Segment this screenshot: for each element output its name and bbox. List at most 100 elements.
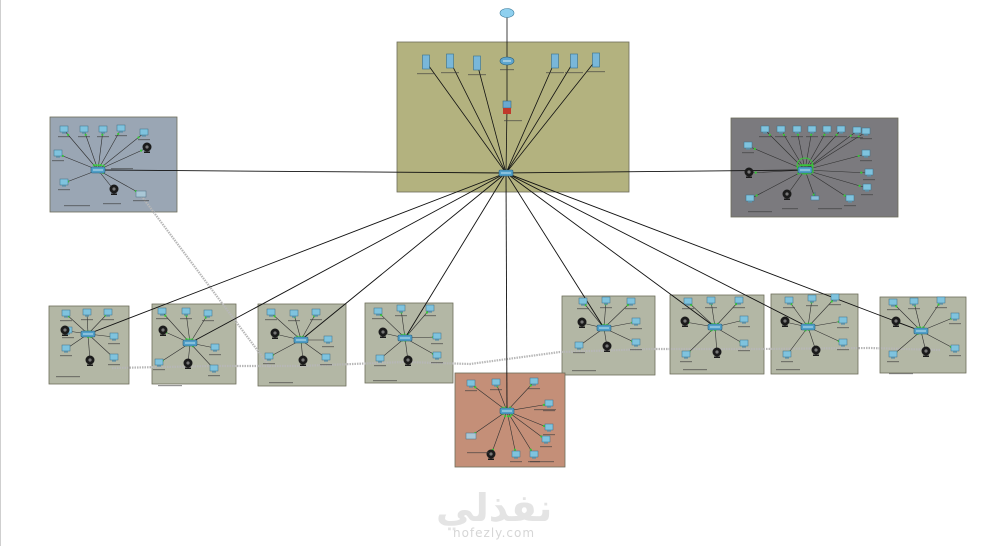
camera-lens bbox=[88, 358, 92, 362]
device-caption-mark bbox=[782, 208, 798, 210]
pc-icon bbox=[266, 308, 276, 317]
link-status-dot bbox=[626, 304, 629, 307]
link-status-dot bbox=[804, 164, 807, 167]
pc-icon bbox=[109, 353, 119, 362]
pc-screen bbox=[289, 309, 299, 317]
pc-screen bbox=[109, 332, 119, 340]
ap-icon bbox=[810, 192, 820, 201]
camera-base bbox=[300, 364, 306, 366]
pc-stand bbox=[634, 345, 638, 347]
link-lan bbox=[506, 410, 517, 456]
link-lan bbox=[786, 326, 809, 356]
pc-icon bbox=[909, 297, 919, 306]
pc-stand bbox=[206, 316, 210, 318]
link-floor-3 bbox=[300, 172, 507, 341]
link-status-dot bbox=[506, 415, 510, 418]
device-caption-mark bbox=[625, 308, 637, 310]
pc-icon bbox=[98, 125, 108, 134]
switch-icon bbox=[913, 327, 929, 335]
camera-icon bbox=[811, 345, 821, 356]
pc-screen bbox=[264, 352, 274, 360]
pc-icon bbox=[61, 309, 71, 318]
pc-icon bbox=[950, 312, 960, 321]
link-lan bbox=[377, 311, 406, 339]
device-caption-mark bbox=[58, 136, 70, 138]
pc-icon bbox=[578, 297, 588, 306]
pc-stand bbox=[64, 316, 68, 318]
camera-lens bbox=[785, 192, 789, 196]
camera-icon bbox=[891, 316, 901, 327]
pc-icon bbox=[59, 125, 69, 134]
device-caption-mark bbox=[705, 307, 717, 309]
link-status-dot bbox=[99, 163, 102, 167]
link-lan bbox=[747, 145, 806, 171]
pc-icon bbox=[792, 125, 802, 134]
link-lan bbox=[161, 311, 191, 344]
camera-base bbox=[682, 325, 688, 327]
device-caption-mark bbox=[683, 369, 707, 371]
pc-stand bbox=[865, 190, 869, 192]
pc-stand bbox=[742, 346, 746, 348]
camera-base bbox=[813, 354, 819, 356]
camera-base bbox=[62, 334, 68, 336]
pc-stand bbox=[112, 360, 116, 362]
pc-screen bbox=[950, 312, 960, 320]
pc-stand bbox=[841, 345, 845, 347]
link-status-dot bbox=[542, 403, 546, 406]
camera-icon bbox=[270, 328, 280, 339]
camera-base bbox=[488, 458, 494, 460]
pc-screen bbox=[203, 309, 213, 317]
device-caption-mark bbox=[504, 120, 522, 122]
link-lan bbox=[97, 132, 145, 171]
link-lan bbox=[807, 297, 836, 328]
pc-screen bbox=[631, 338, 641, 346]
pc-stand bbox=[785, 357, 789, 359]
link-lan bbox=[470, 383, 508, 412]
pc-screen bbox=[784, 296, 794, 304]
device-caption-mark bbox=[153, 369, 165, 371]
pc-stand bbox=[213, 350, 217, 352]
pc-icon bbox=[631, 317, 641, 326]
pc-stand bbox=[66, 333, 70, 335]
pc-screen bbox=[601, 296, 611, 304]
pc-screen bbox=[888, 298, 898, 306]
device-caption-mark bbox=[64, 205, 90, 207]
device-caption-mark bbox=[733, 307, 745, 309]
device-caption-mark bbox=[97, 136, 109, 138]
camera-lens bbox=[783, 319, 787, 323]
pc-icon bbox=[289, 309, 299, 318]
pc-screen bbox=[909, 297, 919, 305]
device-caption-mark bbox=[543, 434, 555, 436]
pc-stand bbox=[314, 315, 318, 317]
link-lan bbox=[506, 410, 535, 456]
pc-stand bbox=[56, 156, 60, 158]
link-status-dot bbox=[823, 133, 826, 136]
camera-base bbox=[185, 367, 191, 369]
link-floor-5 bbox=[505, 172, 605, 329]
pc-stand bbox=[435, 358, 439, 360]
server-icon bbox=[473, 55, 481, 71]
pc-screen bbox=[861, 127, 871, 135]
cloud-icon bbox=[499, 8, 515, 18]
device-caption-mark bbox=[322, 346, 334, 348]
pc-screen bbox=[209, 364, 219, 372]
firewall-wall bbox=[503, 108, 511, 114]
pc-screen bbox=[739, 339, 749, 347]
pc-stand bbox=[684, 357, 688, 359]
device-caption-mark bbox=[949, 355, 961, 357]
camera-icon bbox=[142, 142, 152, 153]
pc-stand bbox=[848, 201, 852, 203]
pc-icon bbox=[59, 178, 69, 187]
pc-stand bbox=[85, 315, 89, 317]
pc-icon bbox=[529, 450, 539, 459]
device-caption-mark bbox=[860, 160, 872, 162]
device-caption-mark bbox=[528, 388, 540, 390]
pc-icon bbox=[210, 343, 220, 352]
pc-icon bbox=[432, 351, 442, 360]
pc-icon bbox=[626, 297, 636, 306]
pc-stand bbox=[746, 148, 750, 150]
device-caption-mark bbox=[441, 72, 459, 74]
pc-stand bbox=[864, 134, 868, 136]
link-lan bbox=[582, 301, 605, 329]
link-status-dot bbox=[754, 171, 757, 174]
